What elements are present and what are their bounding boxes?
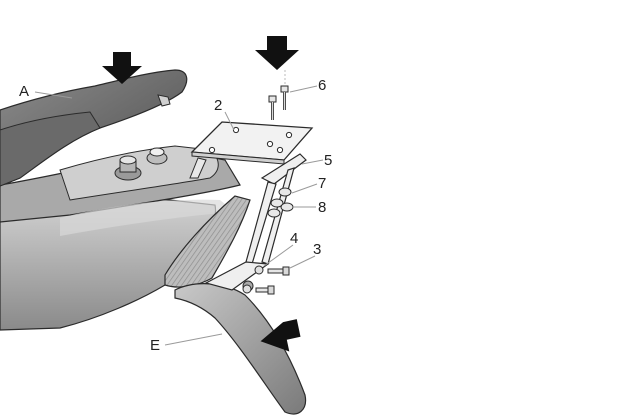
arrow-down-right (255, 36, 299, 70)
bolts-part-6 (268, 70, 289, 120)
callout-6: 6 (318, 77, 326, 94)
callout-e: E (150, 337, 160, 354)
seat-cowl-part-a (0, 69, 188, 187)
callout-2: 2 (214, 97, 222, 114)
leader-lines (34, 85, 324, 346)
callout-4: 4 (290, 230, 298, 247)
callout-a: A (19, 83, 29, 100)
callout-3: 3 (313, 241, 321, 258)
callout-7: 7 (318, 175, 326, 192)
callout-8: 8 (318, 199, 326, 216)
spacers-part-7-8 (267, 187, 294, 218)
arrow-down-left (102, 52, 142, 84)
frame-top-area (59, 145, 219, 201)
rack-plate-part-2 (189, 121, 314, 179)
lower-bolts-part-3-4 (242, 265, 290, 295)
arrow-left-lower (260, 319, 301, 352)
callout-5: 5 (324, 152, 332, 169)
